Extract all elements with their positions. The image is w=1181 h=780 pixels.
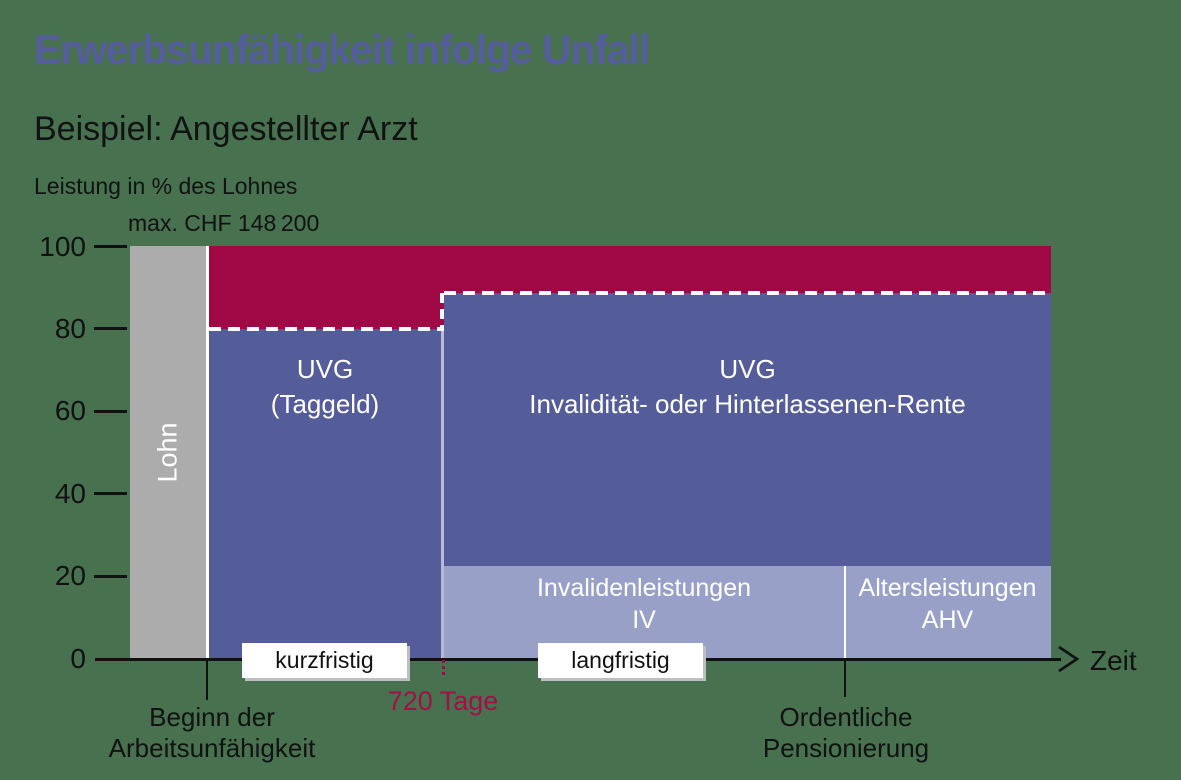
y-tick-mark-40 [94,492,127,495]
ahv-label: Altersleistungen AHV [844,572,1051,636]
short-term-label: kurzfristig [275,647,374,673]
label-ordinary-retirement: Ordentliche Pensionierung [726,702,966,764]
ahv-line2: AHV [921,606,974,634]
y-tick-label-100: 100 [39,231,86,262]
lohn-area [130,246,206,659]
iv-line2: IV [632,606,656,634]
start-line1: Beginn der [149,702,275,732]
y-tick-mark-100 [94,245,127,248]
section-divider-line [441,329,444,659]
y-tick-label-20: 20 [54,560,86,591]
salary-cap-note: max. CHF 148 200 [128,210,320,236]
dashed-line-step [440,293,444,331]
uvg-taggeld-line2: (Taggeld) [270,389,380,419]
pension-divider-line [844,566,846,659]
page-subtitle: Beispiel: Angestellter Arzt [34,110,418,148]
start-tick-mark [206,659,208,700]
y-tick-label-0: 0 [70,643,86,674]
y-tick-label-60: 60 [54,395,86,426]
uvg-rente-label: UVG Invalidität- oder Hinterlassenen-Ren… [444,352,1051,422]
start-line2: Arbeitsunfähigkeit [108,733,316,763]
y-tick-mark-20 [94,575,127,578]
y-tick-mark-60 [94,410,127,413]
uvg-rente-line2: Invalidität- oder Hinterlassenen-Rente [529,389,966,419]
long-term-label: langfristig [571,647,670,673]
ahv-line1: Altersleistungen [858,574,1037,602]
y-tick-label-80: 80 [54,313,86,344]
iv-line1: Invalidenleistungen [536,574,752,602]
x-axis-arrow-icon [1058,645,1080,673]
short-term-box: kurzfristig [242,643,407,678]
uvg-taggeld-line1: UVG [296,354,354,384]
retirement-tick-mark [844,659,846,697]
x-axis-title: Zeit [1090,645,1137,676]
y-axis-title: Leistung in % des Lohnes [34,173,298,199]
lohn-label: Lohn [130,246,206,659]
dashed-line-89-percent [444,291,1051,295]
uvg-rente-line1: UVG [719,354,776,384]
uvg-taggeld-area [209,329,441,659]
retirement-line1: Ordentliche [779,702,913,732]
iv-label: Invalidenleistungen IV [444,572,844,636]
retirement-line2: Pensionierung [762,733,930,763]
y-tick-label-40: 40 [54,478,86,509]
uvg-taggeld-label: UVG (Taggeld) [209,352,441,422]
dashed-line-80-percent [209,327,441,331]
y-tick-mark-80 [94,327,127,330]
lohn-separator-line [206,246,209,659]
lohn-label-text: Lohn [152,422,183,483]
label-start-of-incapacity: Beginn der Arbeitsunfähigkeit [92,702,332,764]
long-term-box: langfristig [538,643,703,678]
page-title: Erwerbsunfähigkeit infolge Unfall [34,26,650,73]
tick-720-days-dotted [442,660,445,678]
label-720-days: 720 Tage [387,686,499,716]
